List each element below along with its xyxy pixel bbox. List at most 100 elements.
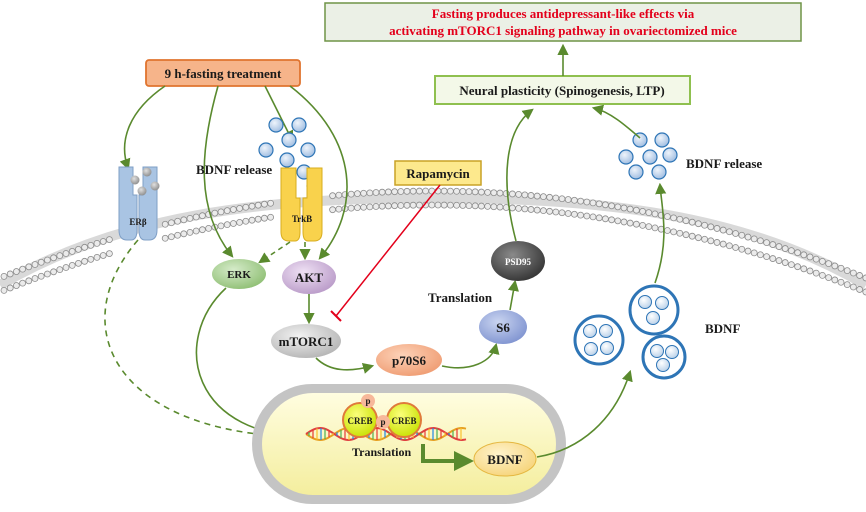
lipid-head	[546, 193, 553, 201]
arrow-fasting-to-erk	[203, 85, 234, 258]
lipid-head	[583, 198, 591, 206]
lipid-head	[25, 263, 33, 271]
bdnf-molecule	[291, 117, 307, 133]
bdnf-molecule	[632, 132, 648, 148]
bdnf-molecule	[628, 164, 644, 180]
lipid-head	[713, 239, 721, 246]
lipid-head	[391, 188, 399, 196]
p70s6-node: p70S6	[376, 344, 442, 376]
lipid-head	[738, 245, 746, 253]
lipid-head	[719, 240, 727, 248]
lipid-head	[415, 187, 423, 195]
lipid-head	[459, 188, 467, 195]
mtorc1-node: mTORC1	[271, 324, 341, 358]
lipid-head	[577, 197, 584, 205]
lipid-head	[533, 192, 541, 200]
lipid-head	[62, 250, 70, 257]
lipid-head	[726, 242, 733, 250]
lipid-head	[825, 274, 832, 282]
lipid-head	[477, 188, 485, 196]
creb-complex: CREB CREB p p	[342, 394, 422, 438]
lipid-head	[552, 194, 560, 202]
lipid-head	[564, 196, 572, 203]
lipid-head	[763, 253, 770, 261]
lipid-head	[831, 276, 839, 284]
lipid-head	[186, 229, 194, 236]
lipid-head	[800, 265, 808, 273]
lipid-head	[81, 257, 88, 265]
lipid-head	[223, 207, 231, 215]
lipid-head	[19, 279, 27, 287]
lipid-head	[558, 195, 566, 203]
bdnf-molecule	[258, 142, 274, 158]
bdnf-vesicle	[573, 314, 625, 366]
lipid-head	[19, 265, 27, 273]
lipid-head	[465, 202, 473, 210]
lipid-head	[161, 220, 169, 228]
lipid-head	[719, 226, 727, 234]
lipid-head	[707, 237, 715, 245]
lipid-head	[564, 210, 572, 217]
lipid-head	[192, 213, 200, 221]
lipid-head	[254, 215, 262, 223]
lipid-head	[99, 238, 107, 245]
lipid-head	[595, 200, 603, 208]
rapamycin-inhibition-bar	[330, 310, 342, 322]
lipid-head	[360, 203, 368, 211]
lipid-head	[192, 227, 200, 235]
lipid-head	[645, 209, 653, 217]
lipid-head	[56, 252, 64, 260]
lipid-head	[614, 217, 622, 225]
lipid-head	[372, 189, 380, 196]
lipid-head	[335, 191, 343, 199]
lipid-head	[490, 189, 498, 197]
conclusion-box: Fasting produces antidepressant-like eff…	[324, 2, 802, 42]
lipid-head	[25, 277, 33, 285]
s6-label: S6	[496, 320, 510, 335]
lipid-head	[620, 218, 628, 226]
lipid-head	[6, 284, 14, 292]
rapamycin-box: Rapamycin	[394, 160, 482, 186]
lipid-head	[490, 203, 498, 211]
lipid-head	[750, 249, 758, 257]
lipid-head	[732, 244, 739, 251]
arrow-bdnf-release-to-plasticity	[591, 104, 641, 139]
lipid-head	[552, 208, 560, 216]
lipid-head	[837, 264, 845, 272]
er-beta-label: ERβ	[129, 217, 147, 227]
lipid-head	[509, 190, 516, 198]
lipid-head	[701, 221, 708, 229]
lipid-head	[347, 190, 355, 198]
lipid-head	[242, 203, 250, 211]
lipid-head	[260, 200, 268, 208]
lipid-head	[75, 259, 82, 267]
lipid-head	[347, 204, 355, 212]
lipid-head	[93, 253, 101, 261]
lipid-head	[223, 221, 231, 229]
estrogen-molecule	[150, 181, 160, 191]
lipid-head	[540, 193, 547, 201]
lipid-head	[639, 207, 646, 215]
lipid-head	[856, 272, 863, 279]
lipid-head	[267, 213, 275, 221]
lipid-head	[329, 206, 337, 214]
lipid-head	[664, 213, 671, 220]
phospho-group-1	[361, 394, 375, 408]
erk-node: ERK	[212, 259, 266, 289]
lipid-head	[496, 203, 504, 211]
lipid-head	[93, 239, 101, 247]
lipid-head	[757, 237, 764, 245]
lipid-head	[713, 225, 721, 232]
lipid-head	[353, 204, 361, 212]
lipid-head	[676, 229, 684, 237]
lipid-head	[366, 189, 374, 197]
dna-strand	[305, 426, 467, 442]
bdnf-vesicle	[641, 334, 687, 380]
dna-helix	[305, 426, 467, 442]
lipid-head	[167, 233, 175, 241]
lipid-head	[384, 202, 392, 210]
lipid-head	[558, 209, 566, 217]
lipid-head	[571, 210, 578, 218]
lipid-head	[372, 203, 380, 210]
